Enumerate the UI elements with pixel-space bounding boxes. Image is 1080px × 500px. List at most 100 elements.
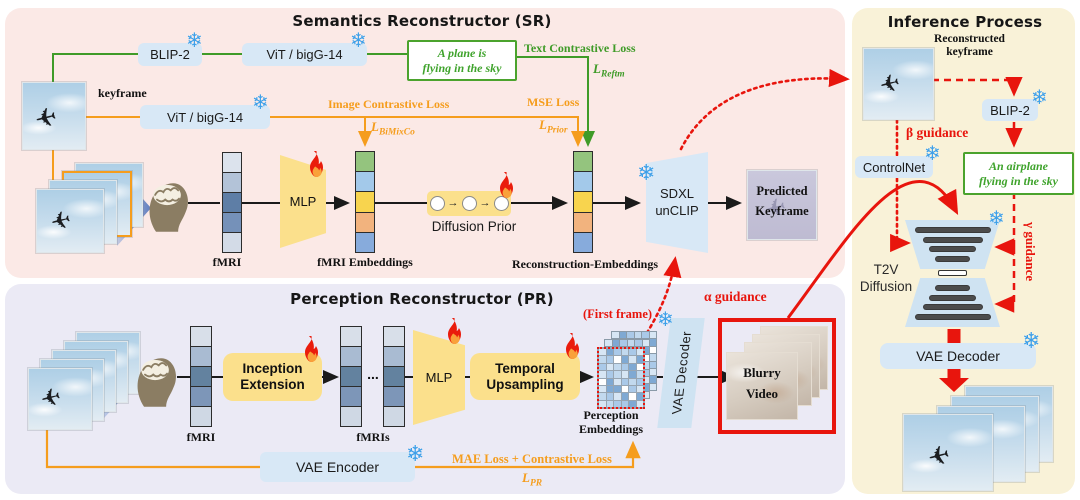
step-arrow-icon: → <box>447 197 459 209</box>
vector-cell <box>190 346 212 367</box>
grid-cell <box>649 368 656 376</box>
snowflake-icon: ❄ <box>1031 87 1048 109</box>
video-frame: ✈ <box>28 368 92 430</box>
pr-title: Perception Reconstructor (PR) <box>290 290 554 308</box>
grid-cell <box>629 349 636 356</box>
sdxl-label: unCLIP <box>655 202 699 218</box>
snowflake-icon: ❄ <box>252 92 269 114</box>
vector-cell <box>355 191 375 213</box>
fire-icon <box>448 318 461 344</box>
grid-cell <box>642 340 649 347</box>
perception-embeddings-grid <box>597 331 677 423</box>
snowflake-icon: ❄ <box>657 309 674 331</box>
grid-cell <box>614 393 621 400</box>
diffusion-prior-label: Diffusion Prior <box>431 219 517 234</box>
reconstructed-keyframe-image: ✈ <box>863 48 934 120</box>
mlp-label: MLP <box>289 194 317 209</box>
vit-image-label: ViT / bigG-14 <box>166 109 244 125</box>
grid-cell <box>642 384 649 391</box>
vector-cell <box>340 346 362 367</box>
grid-cell <box>599 393 606 400</box>
grid-cell <box>599 363 606 371</box>
caption-line: flying in the sky <box>978 173 1058 188</box>
grid-cell <box>621 400 628 407</box>
snowflake-icon: ❄ <box>988 208 1005 230</box>
fmris-vector <box>340 326 362 427</box>
grid-cell <box>636 393 643 400</box>
grid-cell <box>642 376 649 384</box>
grid-cell <box>621 378 628 385</box>
sdxl-label: SDXL <box>660 186 694 202</box>
vector-cell <box>190 386 212 407</box>
grid-cell <box>621 371 628 378</box>
fmri-label: fMRI <box>212 255 242 269</box>
vector-cell <box>340 366 362 387</box>
controlnet-box: ControlNet <box>855 156 933 178</box>
grid-cell <box>614 385 621 393</box>
sdxl-unclip-block: SDXL unCLIP <box>646 152 708 253</box>
grid-cell <box>649 339 656 346</box>
generated-caption-box: A plane is flying in the sky <box>407 40 517 81</box>
diffusion-step-node <box>461 196 477 211</box>
mae-loss-label: MAE Loss + Contrastive Loss <box>452 452 612 466</box>
snowflake-icon: ❄ <box>637 160 656 185</box>
embedding-grid-first-frame <box>597 347 645 409</box>
grid-cell <box>629 393 636 400</box>
inception-label: Extension <box>240 377 305 392</box>
vector-cell <box>573 211 593 233</box>
grid-cell <box>621 385 628 393</box>
alpha-guidance-label: α guidance <box>704 289 767 304</box>
grid-cell <box>636 385 643 393</box>
grid-cell <box>621 356 628 363</box>
fmri-embeddings-label: fMRI Embeddings <box>317 255 413 269</box>
vector-cell <box>190 406 212 427</box>
loss-pr-label: LPR <box>522 470 543 489</box>
fire-icon <box>566 333 579 359</box>
grid-cell <box>599 356 606 363</box>
vector-cell <box>222 232 242 253</box>
controlnet-label: ControlNet <box>862 159 926 175</box>
grid-cell <box>627 340 634 347</box>
grid-cell <box>642 332 649 339</box>
grid-cell <box>636 349 643 356</box>
video-frames-stack: ✈ <box>28 332 140 430</box>
grid-cell <box>629 363 636 371</box>
vit-text-box: ViT / bigG-14 <box>242 43 367 66</box>
grid-cell <box>599 378 606 385</box>
vector-cell <box>383 326 405 347</box>
ellipsis-label: ... <box>367 366 379 382</box>
vae-decoder-box: VAE Decoder <box>880 343 1036 369</box>
airplane-icon: ✈ <box>47 205 74 238</box>
vector-cell <box>190 326 212 347</box>
grid-cell <box>599 385 606 393</box>
vector-cell <box>383 386 405 407</box>
loss-bimixco-label: LBiMixCo <box>371 119 415 138</box>
grid-cell <box>599 400 606 407</box>
temporal-label: Temporal <box>495 360 555 376</box>
loss-prior-label: LPrior <box>539 117 568 136</box>
blurry-video-box: Blurry Video <box>718 318 836 434</box>
grid-cell <box>621 363 628 371</box>
video-frame: ✈ <box>36 189 104 253</box>
brain-icon <box>137 358 176 407</box>
keyframe-label: keyframe <box>98 86 147 100</box>
grid-cell <box>614 378 621 385</box>
perception-embeddings-label: Perception Embeddings <box>578 408 644 436</box>
grid-cell <box>606 400 613 407</box>
grid-cell <box>606 371 613 378</box>
blip2-label: BLIP-2 <box>150 47 190 62</box>
unet-decoder <box>905 278 1000 327</box>
reconstruction-embeddings-label: Reconstruction-Embeddings <box>511 257 658 271</box>
airplane-icon: ✈ <box>876 68 903 101</box>
predicted-keyframe-label: Keyframe <box>755 204 809 218</box>
diffusion-step-node <box>429 196 445 211</box>
vector-cell <box>383 406 405 427</box>
diffusion-step-node <box>493 196 509 211</box>
vae-decoder-label: VAE Decoder <box>668 331 694 415</box>
grid-cell <box>599 371 606 378</box>
blurry-video-label: Blurry <box>743 365 781 380</box>
grid-cell <box>636 356 643 363</box>
grid-cell <box>629 400 636 407</box>
vector-cell <box>190 366 212 387</box>
